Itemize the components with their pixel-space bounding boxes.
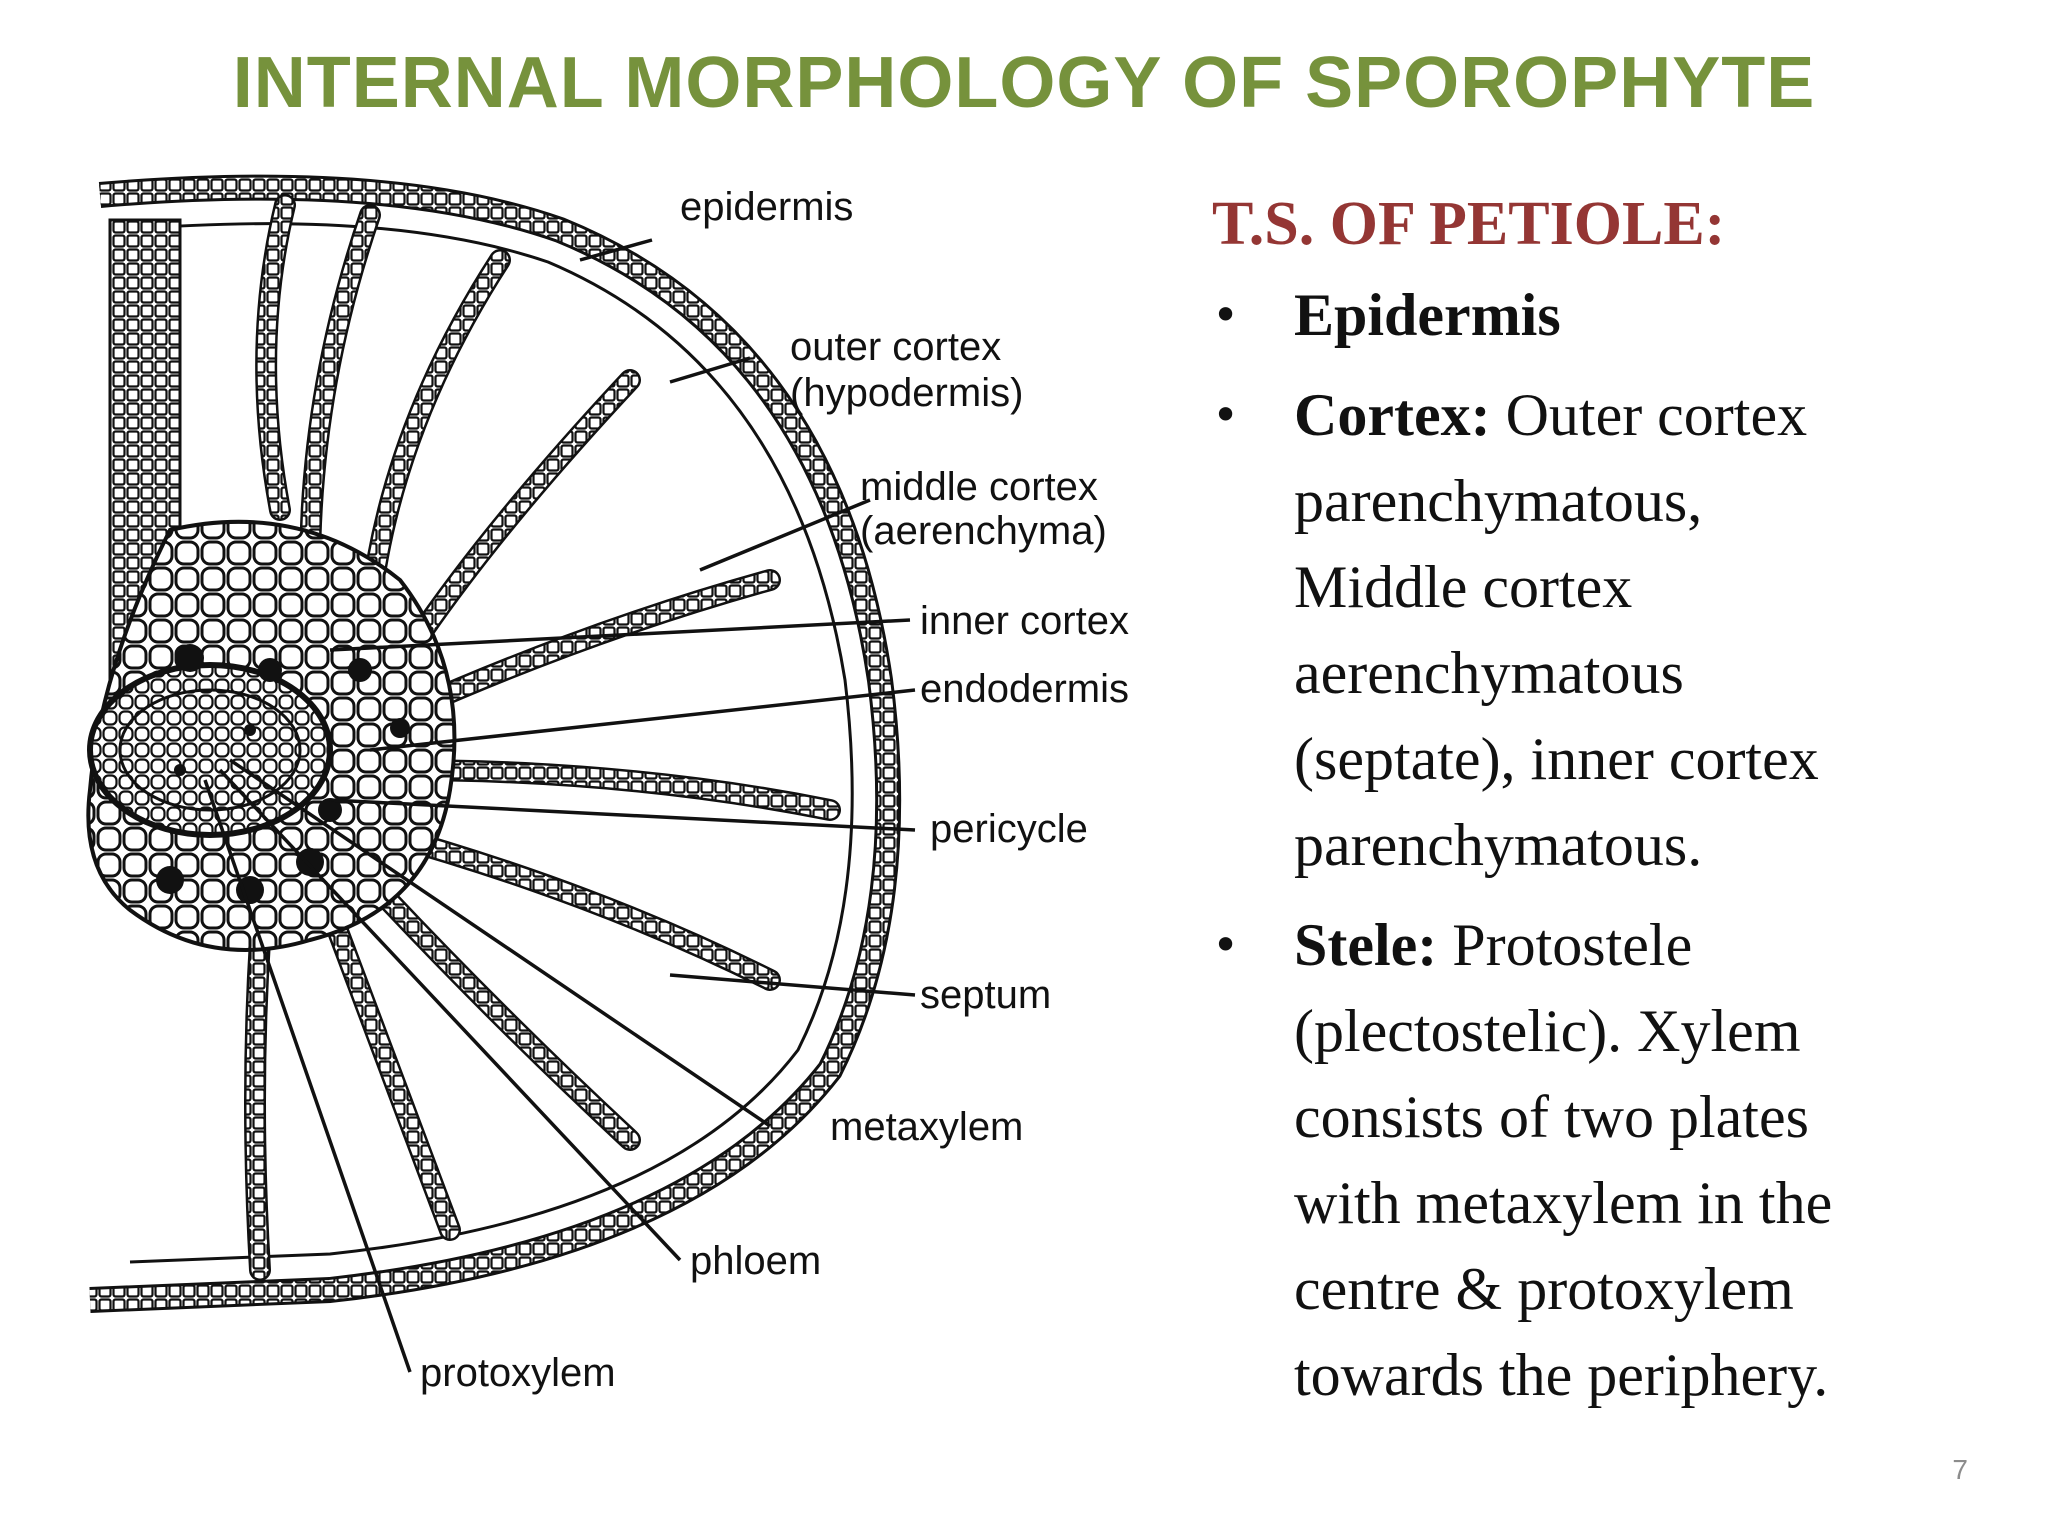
bullet-dot-icon: • [1212,388,1240,443]
bullet-dot-icon: • [1212,288,1240,343]
text-panel: T.S. OF PETIOLE: • Epidermis • Cortex: O… [1212,190,2012,1432]
bullet-line: aerenchymatous [1294,640,1684,707]
label-epidermis: epidermis [680,185,853,229]
petiole-cross-section-diagram: epidermis outer cortex (hypodermis) midd… [70,150,1180,1410]
bullet-line: consists of two plates [1294,1084,1809,1151]
label-aerenchyma: (aerenchyma) [860,509,1107,553]
bullet-term: Epidermis [1294,282,1561,349]
bullet-line: towards the periphery. [1294,1342,1829,1409]
bullet-term: Cortex: [1294,382,1491,449]
bullet-line: with metaxylem in the [1294,1170,1833,1237]
label-hypodermis: (hypodermis) [790,371,1023,415]
bullet-line: parenchymatous, [1294,468,1703,535]
bullet-line: (plectostelic). Xylem [1294,998,1801,1065]
bullet-stele: • Stele: Protostele (plectostelic). Xyle… [1212,902,2012,1418]
epidermis-layer [89,174,902,1313]
label-protoxylem: protoxylem [420,1351,616,1395]
panel-heading: T.S. OF PETIOLE: [1212,190,1726,258]
label-metaxylem: metaxylem [830,1105,1023,1149]
bullet-text: Protostele [1437,912,1693,979]
bullet-dot-icon: • [1212,918,1240,973]
bullet-epidermis: • Epidermis [1212,272,2012,358]
dark-cells [156,644,410,904]
bullet-text: Outer cortex [1490,382,1808,449]
bullet-cortex: • Cortex: Outer cortex parenchymatous, M… [1212,372,2012,888]
bullet-line: centre & protoxylem [1294,1256,1794,1323]
slide-title: INTERNAL MORPHOLOGY OF SPOROPHYTE [232,43,1816,123]
bullet-list: • Epidermis • Cortex: Outer cortex paren… [1212,272,2012,1418]
label-outer-cortex: outer cortex [790,325,1001,369]
label-pericycle: pericycle [930,807,1088,851]
page-number: 7 [1952,1454,1968,1485]
leader-lines [203,238,916,1373]
label-inner-cortex: inner cortex [920,599,1129,643]
label-middle-cortex: middle cortex [860,465,1098,509]
label-septum: septum [920,973,1051,1017]
bullet-line: (septate), inner cortex [1294,726,1819,793]
bullet-term: Stele: [1294,912,1438,979]
bullet-line: Middle cortex [1294,554,1633,621]
stele [87,662,333,838]
label-endodermis: endodermis [920,667,1129,711]
label-phloem: phloem [690,1239,821,1283]
bullet-line: parenchymatous. [1294,812,1703,879]
